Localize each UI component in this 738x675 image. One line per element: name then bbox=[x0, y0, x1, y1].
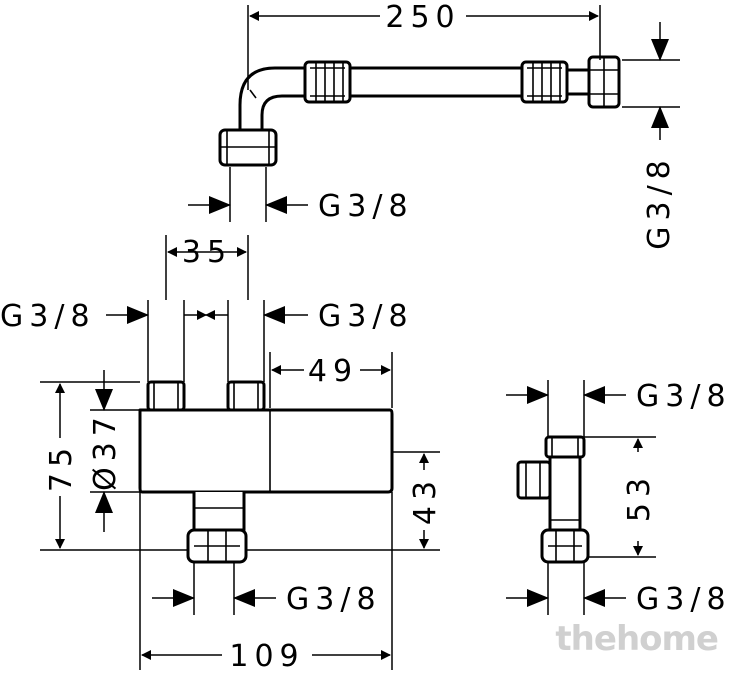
dim-tee-bottom: G3/8 bbox=[636, 582, 732, 617]
dim-hose-end-right: G3/8 bbox=[642, 154, 677, 250]
dim-body-width: 109 bbox=[229, 639, 304, 674]
dim-hose-length: 250 bbox=[385, 0, 460, 35]
dimension-lines bbox=[40, 5, 680, 670]
dim-inlet-left: G3/8 bbox=[0, 299, 96, 334]
watermark-logo: thehome bbox=[555, 619, 718, 659]
dim-inlet-right: G3/8 bbox=[318, 299, 414, 334]
thermostat-body bbox=[138, 380, 394, 564]
dim-inlet-spacing: 35 bbox=[182, 235, 232, 270]
dim-hose-end-left: G3/8 bbox=[318, 189, 414, 224]
dim-body-right-section: 49 bbox=[308, 354, 358, 389]
dim-outlet-bottom: G3/8 bbox=[286, 582, 382, 617]
dim-tee-height: 53 bbox=[622, 472, 657, 522]
dim-height-total: 75 bbox=[44, 442, 79, 492]
flexible-hose bbox=[218, 55, 621, 167]
dim-body-diameter: Ø37 bbox=[88, 411, 123, 491]
dim-outlet-height: 43 bbox=[408, 475, 443, 525]
tee-fitting bbox=[516, 435, 590, 564]
dim-tee-top: G3/8 bbox=[636, 379, 732, 414]
